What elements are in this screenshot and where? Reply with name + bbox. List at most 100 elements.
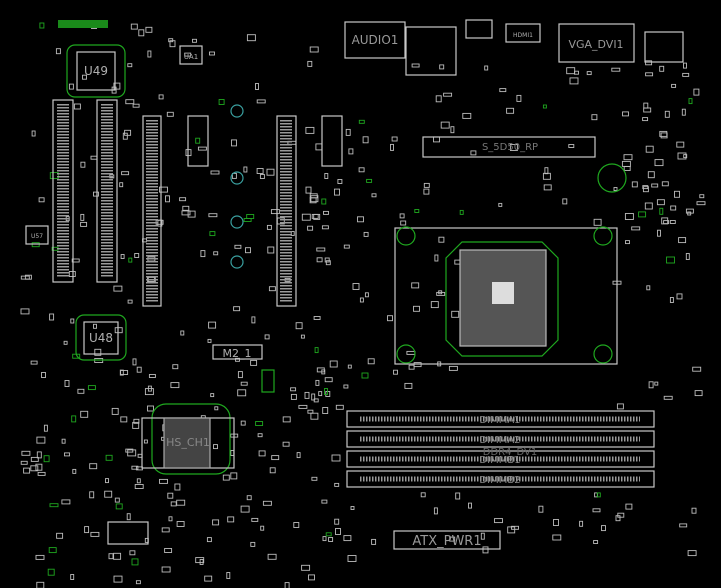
pcie-slot-4[interactable] bbox=[276, 115, 297, 307]
hdmi-connector[interactable] bbox=[505, 23, 541, 43]
smd-pad bbox=[310, 412, 319, 420]
smd-pad bbox=[20, 460, 28, 465]
smd-pad bbox=[136, 366, 142, 373]
smd-pad bbox=[642, 185, 649, 190]
header-block-1[interactable] bbox=[187, 115, 209, 167]
smd-pad bbox=[195, 137, 201, 144]
smd-pad bbox=[104, 490, 113, 498]
m2-slot[interactable] bbox=[212, 344, 263, 360]
smd-pad bbox=[147, 385, 152, 392]
audio-connector[interactable] bbox=[344, 21, 406, 59]
chipset-outline[interactable] bbox=[151, 403, 231, 475]
u57-body[interactable] bbox=[25, 225, 49, 245]
chipset-die[interactable] bbox=[163, 417, 211, 469]
lan-connector[interactable] bbox=[405, 26, 457, 76]
smd-pad bbox=[411, 63, 420, 68]
smd-pad bbox=[616, 403, 624, 410]
smd-pad bbox=[408, 364, 415, 370]
smd-pad bbox=[135, 580, 141, 585]
atx-label: ATX_PWR1 bbox=[412, 534, 481, 549]
smd-pad bbox=[84, 526, 90, 534]
smd-pad bbox=[331, 454, 341, 462]
smd-pad bbox=[70, 574, 75, 580]
smd-pad bbox=[666, 256, 675, 264]
dimm-slot-b2[interactable] bbox=[346, 470, 655, 488]
dimm-a1-label: DIMMA1 bbox=[479, 415, 520, 426]
smd-pad bbox=[290, 231, 295, 236]
smd-pad bbox=[325, 260, 331, 266]
cpu-center bbox=[492, 282, 514, 304]
smd-pad bbox=[617, 512, 625, 518]
smd-pad bbox=[507, 526, 516, 534]
smd-pad bbox=[685, 253, 690, 260]
smd-pad bbox=[669, 220, 676, 224]
smd-pad bbox=[468, 502, 472, 509]
pcie-slot-2[interactable] bbox=[96, 99, 118, 283]
smd-pad bbox=[31, 242, 40, 248]
smd-pad bbox=[414, 209, 420, 213]
smd-pad bbox=[30, 465, 39, 472]
smd-pad bbox=[89, 463, 98, 470]
smd-pad bbox=[663, 220, 670, 225]
smd-pad bbox=[324, 173, 329, 179]
smd-pad bbox=[300, 334, 305, 339]
smd-pad bbox=[64, 380, 70, 387]
smd-pad bbox=[218, 99, 225, 105]
vga-dvi-connector[interactable] bbox=[558, 23, 635, 63]
dimm-slot-b1[interactable] bbox=[346, 450, 655, 468]
pcie-slot-3[interactable] bbox=[142, 115, 162, 307]
smd-pad bbox=[552, 534, 562, 541]
smd-pad bbox=[313, 398, 319, 403]
smd-pad bbox=[448, 365, 458, 371]
smd-pad bbox=[90, 155, 98, 160]
smd-pad bbox=[136, 478, 141, 484]
smd-pad bbox=[482, 546, 489, 554]
smd-pad bbox=[543, 184, 552, 191]
smd-pad bbox=[270, 209, 280, 215]
cpu-socket-frame[interactable] bbox=[394, 227, 618, 365]
smd-pad bbox=[125, 99, 135, 105]
dimm-slot-a2[interactable] bbox=[346, 430, 655, 448]
header-block-2[interactable] bbox=[321, 115, 343, 167]
usb-header[interactable] bbox=[107, 521, 149, 545]
smd-pad bbox=[586, 71, 592, 76]
pcie-slot-1[interactable] bbox=[52, 99, 74, 283]
smd-pad bbox=[161, 566, 171, 573]
vrm-block[interactable] bbox=[422, 136, 596, 158]
u48-body[interactable] bbox=[83, 321, 119, 355]
dimm-slot-a1[interactable] bbox=[346, 410, 655, 428]
cpu-socket-outline[interactable] bbox=[445, 241, 559, 357]
u48-outline[interactable] bbox=[75, 314, 127, 361]
smd-pad bbox=[696, 201, 706, 206]
smd-pad bbox=[108, 553, 114, 560]
u49-outline[interactable] bbox=[66, 44, 126, 98]
u49-body[interactable] bbox=[76, 51, 116, 91]
smd-pad bbox=[334, 188, 340, 196]
smd-pad bbox=[284, 582, 290, 588]
smd-pad bbox=[20, 275, 30, 280]
smd-pad bbox=[266, 224, 272, 230]
smd-pad bbox=[43, 424, 48, 432]
usb-connector[interactable] bbox=[465, 19, 493, 39]
cpu-mount-hole bbox=[593, 226, 613, 246]
ps2-connector[interactable] bbox=[644, 31, 684, 63]
smd-pad bbox=[494, 518, 503, 524]
smd-pad bbox=[126, 513, 131, 521]
smd-pad bbox=[245, 247, 251, 254]
smd-pad bbox=[271, 455, 280, 461]
smd-pad bbox=[147, 405, 154, 412]
smd-pad bbox=[334, 482, 340, 487]
smd-pad bbox=[49, 172, 59, 180]
smd-pad bbox=[256, 168, 264, 174]
smd-pad bbox=[208, 213, 218, 218]
smd-pad bbox=[613, 187, 618, 191]
smd-pad bbox=[251, 517, 259, 522]
atx-power-connector[interactable] bbox=[393, 530, 501, 550]
ua1-body[interactable] bbox=[179, 45, 203, 65]
smd-pad bbox=[631, 226, 641, 231]
smd-pad bbox=[659, 65, 665, 72]
smd-pad bbox=[298, 404, 308, 409]
smd-pad bbox=[179, 197, 187, 202]
smd-pad bbox=[621, 160, 631, 167]
